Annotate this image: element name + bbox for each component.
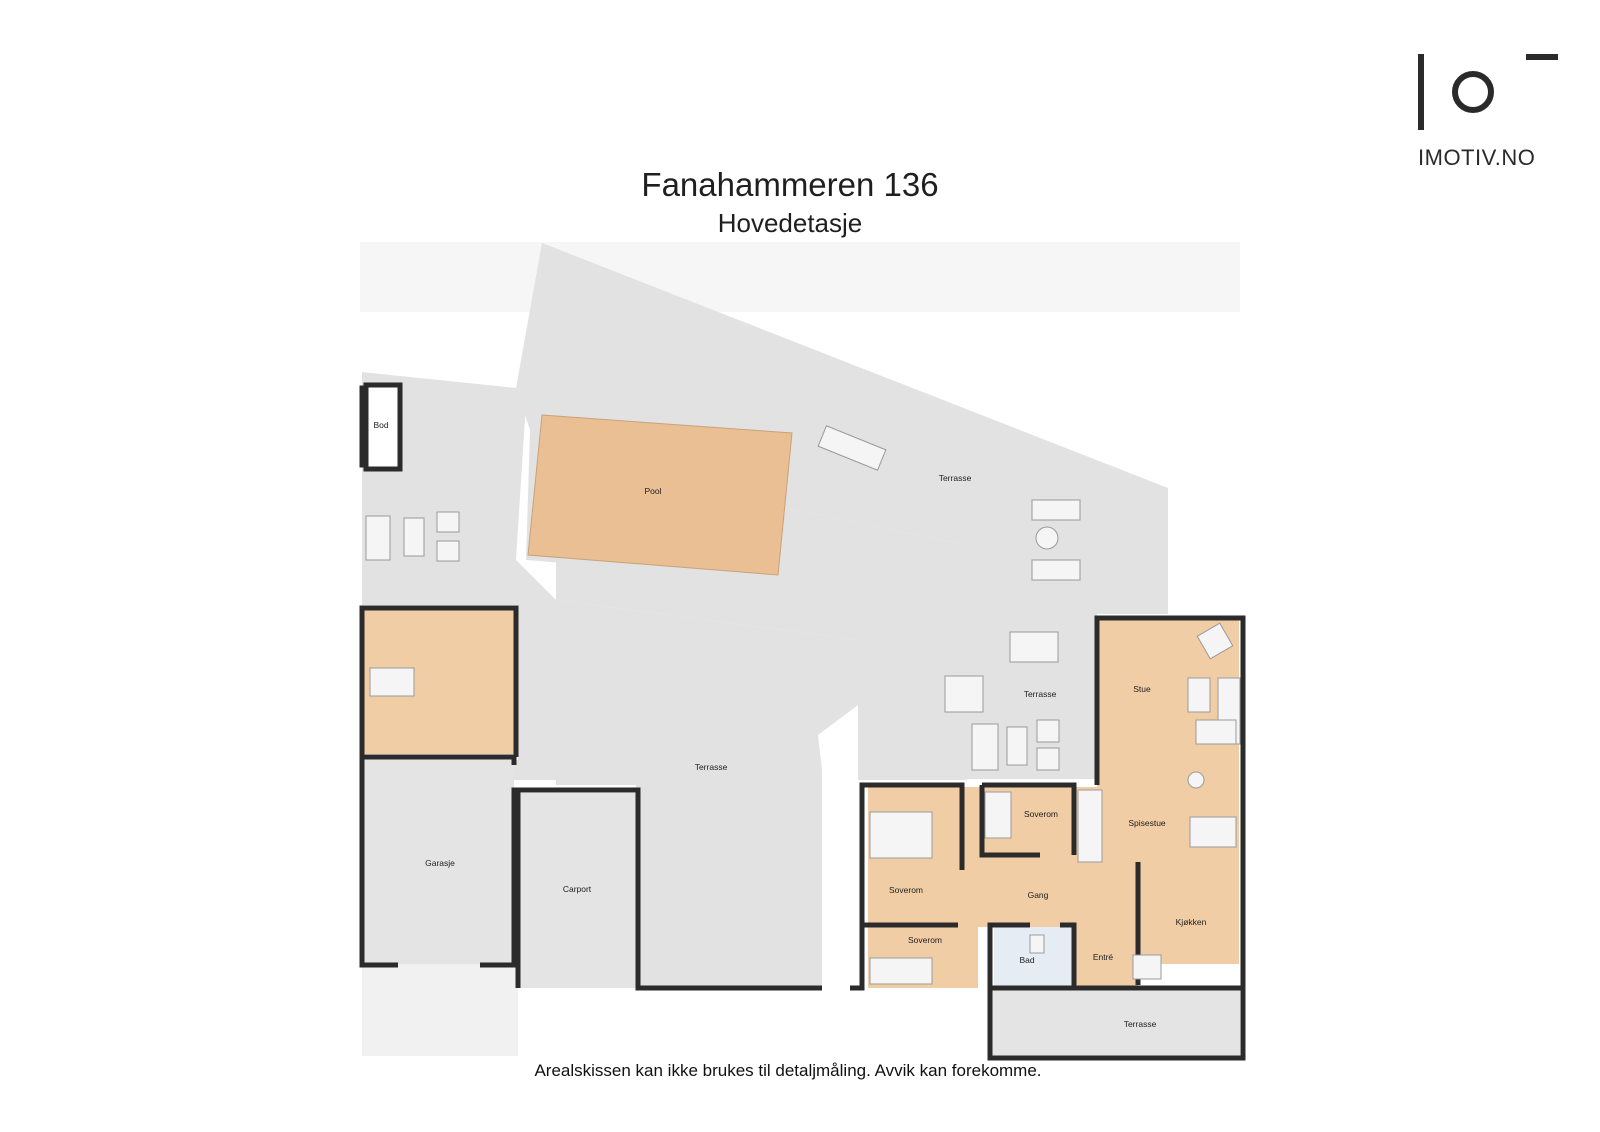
- carport-area: [518, 793, 636, 988]
- bottom-terrace: [990, 988, 1240, 1058]
- pavilion-wall: [359, 605, 519, 757]
- imotiv-logo-icon: [1418, 54, 1558, 130]
- background-band: [360, 242, 1240, 312]
- room-label-spisestue: Spisestue: [1128, 818, 1166, 828]
- garage-carport-wall: [480, 787, 822, 991]
- bed-icon: [984, 791, 1012, 839]
- room-labels: Bod Pool Terrasse Terrasse Terrasse Terr…: [373, 420, 1206, 1029]
- floor-subtitle: Hovedetasje: [717, 208, 863, 238]
- sunbed-icon: [1031, 559, 1081, 581]
- room-label-pool: Pool: [644, 486, 661, 496]
- room-label-gang: Gang: [1028, 890, 1049, 900]
- living-outer-wall: [1074, 615, 1246, 991]
- armchair-icon: [1196, 622, 1234, 660]
- bod-room: [363, 382, 403, 472]
- table-icon: [403, 517, 425, 557]
- table-icon: [1006, 726, 1028, 766]
- room-label-terrasse: Terrasse: [1024, 689, 1057, 699]
- sunbed-icon: [1031, 499, 1081, 521]
- disclaimer-text: Arealskissen kan ikke brukes til detaljm…: [534, 1061, 1042, 1080]
- chair-icon: [1036, 719, 1060, 743]
- bed-icon: [869, 957, 933, 985]
- sofa-icon: [365, 515, 391, 561]
- central-terrace-north: [556, 507, 967, 780]
- dining-table-icon: [369, 667, 415, 697]
- lamp-icon: [1187, 771, 1205, 789]
- lower-strip: [362, 964, 518, 1056]
- furniture: [365, 425, 1241, 985]
- room-label-terrasse: Terrasse: [695, 762, 728, 772]
- brand-name: IMOTIV.NO: [1418, 145, 1536, 170]
- page-title: Fanahammeren 136: [641, 166, 939, 203]
- stairs-icon: [1077, 789, 1103, 863]
- bottom-terrace-wall: [987, 988, 1246, 1061]
- bedroom-wall: [850, 782, 965, 991]
- room-label-terrasse: Terrasse: [1124, 1019, 1157, 1029]
- sofa-icon: [1195, 719, 1237, 745]
- table-icon: [1187, 677, 1211, 713]
- garage-left-wall: [359, 757, 398, 968]
- stove-icon: [1132, 954, 1162, 980]
- room-label-stue: Stue: [1133, 684, 1151, 694]
- central-terrace: [556, 600, 858, 988]
- garage-area: [362, 758, 514, 964]
- bedroom2-inner: [979, 785, 1040, 858]
- room-label-carport: Carport: [563, 884, 592, 894]
- room-label-terrasse: Terrasse: [939, 473, 972, 483]
- pool: [527, 414, 793, 576]
- sunbed-icon: [817, 425, 887, 471]
- chair-icon: [436, 511, 460, 533]
- walls: [359, 385, 1246, 1061]
- room-label-soverom: Soverom: [889, 885, 923, 895]
- side-table-icon: [1035, 526, 1059, 550]
- dining-table-icon: [1009, 631, 1059, 663]
- dining-table-icon: [1189, 816, 1237, 848]
- brand-logo: IMOTIV.NO: [1418, 52, 1558, 172]
- garage-top-wall: [362, 754, 517, 765]
- west-terrace: [362, 372, 556, 780]
- sofa-icon: [971, 723, 999, 771]
- chair-icon: [1036, 747, 1060, 771]
- stairs-icon: [944, 675, 984, 713]
- room-label-kjokken: Kjøkken: [1176, 917, 1207, 927]
- toilet-icon: [1029, 934, 1045, 954]
- room-label-bod: Bod: [373, 420, 388, 430]
- bedroom2-wall: [982, 782, 1077, 855]
- bed-icon: [869, 811, 933, 859]
- room-label-soverom: Soverom: [1024, 809, 1058, 819]
- room-label-soverom: Soverom: [908, 935, 942, 945]
- room-label-garasje: Garasje: [425, 858, 455, 868]
- bath-wall: [987, 922, 1030, 988]
- bath-right-wall: [1060, 922, 1077, 990]
- chair-icon: [436, 540, 460, 562]
- room-label-entre: Entré: [1093, 952, 1114, 962]
- room-label-bad: Bad: [1019, 955, 1034, 965]
